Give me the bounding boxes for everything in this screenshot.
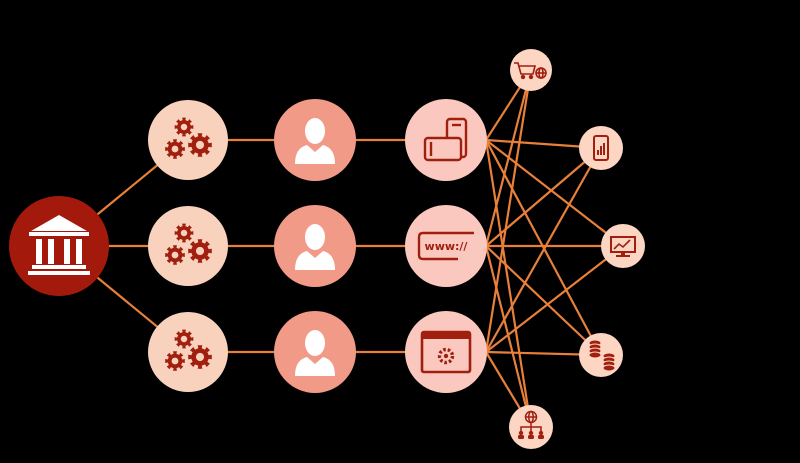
channel-node-devices bbox=[405, 99, 487, 181]
endpoint-node-network bbox=[509, 405, 553, 449]
endpoint-node-coins bbox=[579, 333, 623, 377]
gears-icon bbox=[165, 117, 212, 159]
person-node-1 bbox=[274, 99, 356, 181]
connector-line bbox=[484, 138, 603, 357]
person-icon bbox=[295, 118, 335, 164]
gears-node-1 bbox=[148, 100, 228, 180]
gears-icon bbox=[165, 329, 212, 371]
endpoint-node-desktop bbox=[601, 224, 645, 268]
person-node-2 bbox=[274, 205, 356, 287]
coins-icon bbox=[588, 339, 616, 372]
channel-node-web-settings bbox=[405, 311, 487, 393]
connector-line bbox=[484, 244, 625, 354]
channel-node-web-address: www:// bbox=[405, 205, 487, 287]
devices-icon bbox=[423, 117, 468, 162]
endpoint-node-mobile bbox=[579, 126, 623, 170]
gear-hole bbox=[180, 229, 188, 237]
person-node-3 bbox=[274, 311, 356, 393]
connector-line bbox=[484, 138, 533, 429]
gear-hole bbox=[171, 357, 179, 365]
gear-hole bbox=[180, 335, 188, 343]
connector-line bbox=[484, 68, 533, 248]
gear-hole bbox=[180, 123, 188, 131]
gears-icon bbox=[165, 223, 212, 265]
gears-node-3 bbox=[148, 312, 228, 392]
bank-node bbox=[9, 196, 109, 296]
person-body bbox=[295, 145, 335, 164]
desktop-chart-icon bbox=[610, 236, 636, 257]
bank-icon bbox=[28, 215, 90, 275]
network-globe-icon bbox=[518, 410, 544, 439]
person-icon bbox=[295, 330, 335, 376]
web-settings-icon bbox=[420, 330, 472, 374]
web-address-label: www:// bbox=[425, 240, 469, 253]
person-body bbox=[295, 357, 335, 376]
gear-hole bbox=[195, 140, 205, 150]
connector-line bbox=[484, 146, 603, 354]
person-icon bbox=[295, 224, 335, 270]
gear-hole bbox=[195, 352, 205, 362]
mobile-chart-icon bbox=[593, 135, 609, 161]
web-address-icon: www:// bbox=[417, 231, 474, 261]
endpoint-node-shopping bbox=[510, 49, 552, 91]
shopping-cart-globe-icon bbox=[514, 62, 547, 80]
gear-hole bbox=[195, 246, 205, 256]
gears-node-2 bbox=[148, 206, 228, 286]
person-head bbox=[305, 224, 325, 250]
gear-hole bbox=[171, 145, 179, 153]
connector-line bbox=[484, 244, 533, 429]
connector-line bbox=[484, 244, 603, 357]
connector-line bbox=[484, 68, 533, 354]
person-head bbox=[305, 330, 325, 356]
gear-hole bbox=[171, 251, 179, 259]
person-head bbox=[305, 118, 325, 144]
person-body bbox=[295, 251, 335, 270]
